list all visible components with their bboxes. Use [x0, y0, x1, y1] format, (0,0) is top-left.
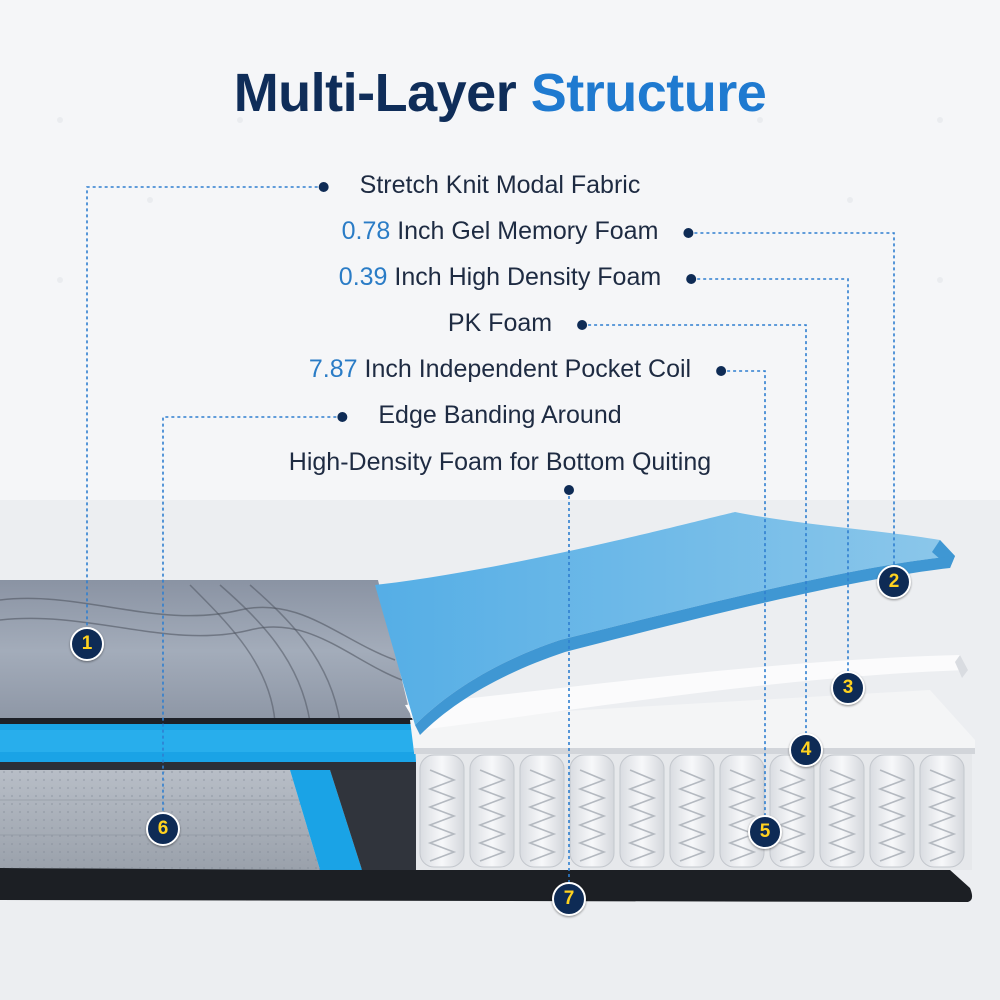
- coil-spring: [877, 769, 907, 862]
- leader-line-4: [582, 324, 807, 734]
- layer-6-text: Edge Banding Around: [378, 401, 622, 429]
- layer-label-1: Stretch Knit Modal Fabric: [0, 171, 1000, 200]
- leader-dot-2: [683, 228, 694, 238]
- coil-spring: [427, 769, 457, 862]
- layer-3-text: Inch High Density Foam: [387, 263, 662, 291]
- leader-dot-5: [716, 366, 727, 376]
- headboard-background: [0, 0, 1000, 520]
- layer-label-5: 7.87 Inch Independent Pocket Coil: [0, 355, 1000, 384]
- high-density-foam-sheet: [405, 655, 968, 730]
- layer-label-6: Edge Banding Around: [0, 401, 1000, 430]
- leader-line-1: [86, 186, 324, 628]
- leader-line-2: [688, 232, 895, 566]
- coil-spring: [827, 769, 857, 862]
- coil-spring: [777, 769, 807, 862]
- pk-foam-layer: [410, 690, 975, 752]
- layer-2-value: 0.78: [341, 217, 391, 245]
- layer-7-text: High-Density Foam for Bottom Quiting: [288, 448, 712, 476]
- headboard-tufting: [57, 117, 943, 283]
- leader-dot-3: [686, 274, 697, 284]
- layer-badge-6: 6: [146, 812, 180, 846]
- layer-2-text: Inch Gel Memory Foam: [390, 217, 659, 245]
- coil-spring: [527, 769, 557, 862]
- layer-3-value: 0.39: [338, 263, 388, 291]
- page-title: Multi-Layer Structure: [0, 62, 1000, 124]
- leader-dot-6: [337, 412, 348, 422]
- layer-1-text: Stretch Knit Modal Fabric: [359, 171, 641, 199]
- coil-spring: [927, 769, 957, 862]
- layer-4-text: PK Foam: [447, 309, 553, 337]
- coil-spring: [627, 769, 657, 862]
- leader-dot-1: [318, 182, 329, 192]
- layer-badge-3: 3: [831, 671, 865, 705]
- leader-dot-7: [564, 485, 574, 495]
- leader-line-3: [691, 278, 849, 672]
- layer-label-7: High-Density Foam for Bottom Quiting: [0, 448, 1000, 477]
- coil-spring: [577, 769, 607, 862]
- layer-badge-7: 7: [552, 882, 586, 916]
- title-part-2: Structure: [530, 63, 767, 123]
- layer-badge-1: 1: [70, 627, 104, 661]
- layer-5-value: 7.87: [308, 355, 358, 383]
- leader-line-5: [721, 370, 766, 816]
- gel-memory-foam-sheet: [375, 512, 955, 725]
- layer-label-3: 0.39 Inch High Density Foam: [0, 263, 1000, 292]
- layer-5-text: Inch Independent Pocket Coil: [357, 355, 692, 383]
- pk-foam-edge: [414, 748, 975, 754]
- pocket-coil-block: [416, 745, 972, 870]
- coil-spring: [677, 769, 707, 862]
- layer-label-4: PK Foam: [0, 309, 1000, 338]
- quilted-mattress: [0, 580, 416, 870]
- coil-spring: [477, 769, 507, 862]
- coil-spring: [727, 769, 757, 862]
- layer-label-2: 0.78 Inch Gel Memory Foam: [0, 217, 1000, 246]
- bottom-foam-layer: [0, 868, 973, 902]
- layer-badge-2: 2: [877, 565, 911, 599]
- layer-badge-4: 4: [789, 733, 823, 767]
- layer-badge-5: 5: [748, 815, 782, 849]
- leader-dot-4: [577, 320, 588, 330]
- title-part-1: Multi-Layer: [233, 63, 517, 123]
